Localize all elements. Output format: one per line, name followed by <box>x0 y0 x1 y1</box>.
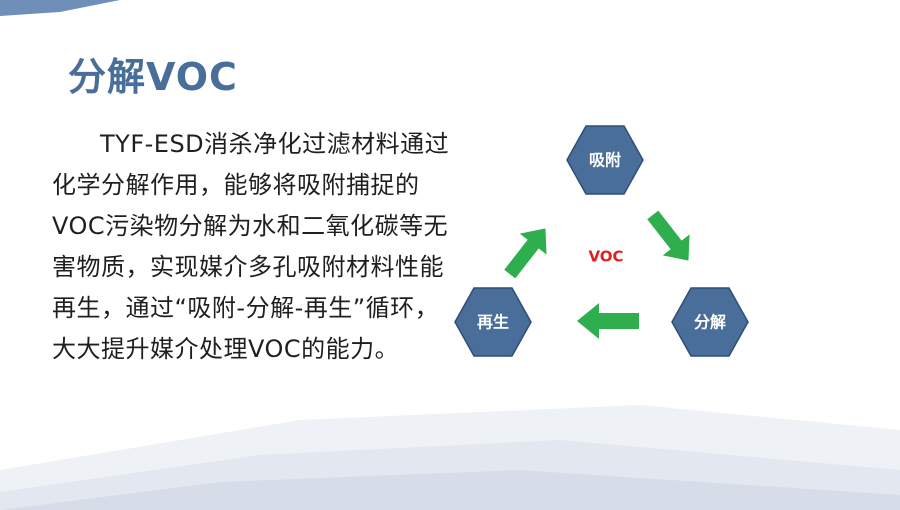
node-regenerate-label: 再生 <box>477 313 509 332</box>
arrow-regenerate-to-adsorb <box>504 228 547 279</box>
node-adsorb: 吸附 <box>566 125 644 195</box>
arrow-adsorb-to-decompose <box>647 210 690 261</box>
node-regenerate: 再生 <box>454 287 532 357</box>
node-adsorb-label: 吸附 <box>589 151 621 170</box>
node-decompose: 分解 <box>671 287 749 357</box>
description-paragraph: TYF-ESD消杀净化过滤材料通过化学分解作用，能够将吸附捕捉的VOC污染物分解… <box>52 130 450 363</box>
top-left-accent <box>0 0 120 16</box>
center-voc-label: VOC <box>588 248 623 266</box>
bottom-wave-dark <box>0 470 900 510</box>
voc-cycle-diagram: 吸附 分解 再生 VOC <box>454 125 749 357</box>
node-decompose-label: 分解 <box>694 313 726 332</box>
page-title: 分解VOC <box>68 55 238 99</box>
arrow-decompose-to-regenerate <box>577 303 639 339</box>
